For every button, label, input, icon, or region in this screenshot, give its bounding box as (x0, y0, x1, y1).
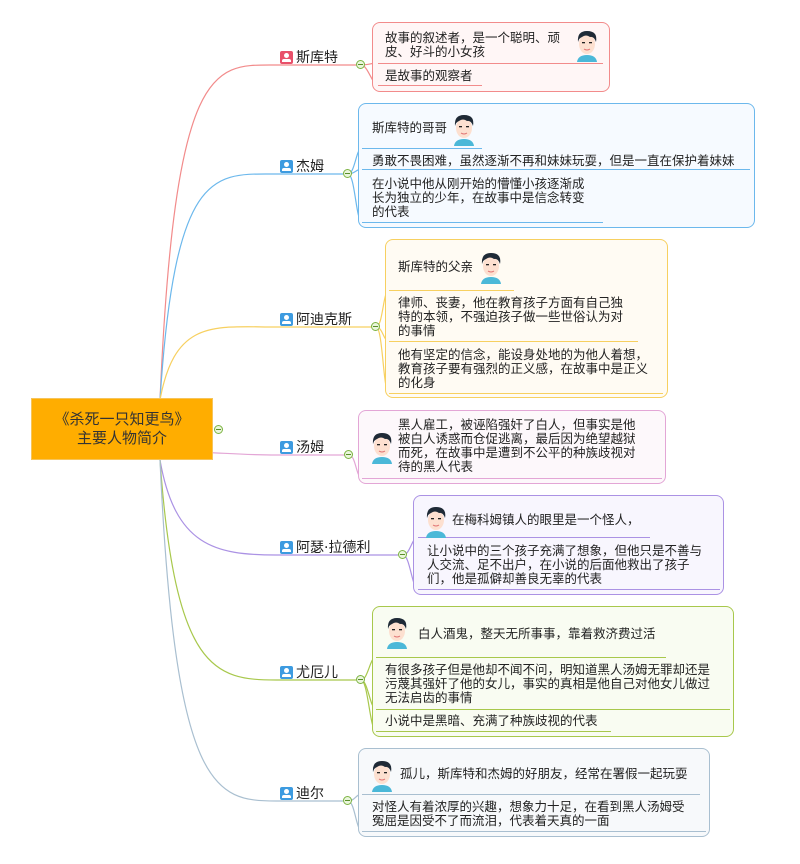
character-name: 斯库特 (296, 50, 338, 66)
item-underline (376, 657, 666, 658)
detail-item[interactable]: 斯库特的哥哥 (372, 120, 448, 135)
branch-line (159, 459, 356, 681)
character-name: 尤厄儿 (296, 665, 338, 681)
branch-line (159, 459, 398, 556)
detail-box (372, 22, 610, 92)
character-topic[interactable]: 迪尔 (280, 783, 324, 803)
detail-item[interactable]: 是故事的观察者 (385, 68, 473, 83)
branch-line (159, 64, 356, 401)
detail-item[interactable]: 勇敢不畏困难，虽然逐渐不再和妹妹玩耍，但是一直在保护着妹妹 (372, 153, 735, 168)
detail-item[interactable]: 让小说中的三个孩子充满了想象，但他只是不善与人交流、足不出户，在小说的后面他救出… (427, 543, 703, 586)
detail-box (385, 239, 668, 398)
item-underline (378, 63, 603, 64)
character-topic[interactable]: 阿瑟·拉德利 (280, 537, 370, 557)
character-topic[interactable]: 汤姆 (280, 437, 324, 457)
collapse-toggle[interactable] (343, 796, 352, 805)
person-icon (280, 312, 293, 326)
item-underline (378, 85, 482, 86)
character-topic[interactable]: 阿迪克斯 (280, 309, 352, 329)
item-underline (376, 731, 611, 732)
avatar-icon (384, 615, 410, 653)
avatar-icon (478, 250, 504, 288)
root-topic[interactable]: 《杀死一只知更鸟》 主要人物简介 (31, 398, 213, 460)
item-underline (418, 589, 720, 590)
character-name: 杰姆 (296, 159, 324, 175)
female-person-icon (280, 50, 293, 64)
branch-line (159, 459, 343, 802)
detail-item[interactable]: 有很多孩子但是他却不闻不问，明知道黑人汤姆无罪却还是污蔑其强奸了他的女儿，事实的… (385, 662, 711, 705)
avatar-icon (451, 112, 477, 150)
item-underline (362, 794, 700, 795)
item-underline (389, 341, 638, 342)
item-underline (389, 290, 514, 291)
person-icon (280, 786, 293, 800)
detail-item[interactable]: 在梅科姆镇人的眼里是一个怪人， (452, 512, 640, 527)
item-underline (362, 478, 662, 479)
item-underline (362, 222, 603, 223)
root-collapse-toggle[interactable] (214, 425, 223, 434)
detail-item[interactable]: 对怪人有着浓厚的兴趣，想象力十足，在看到黑人汤姆受冤屈是因受不了而流泪，代表着天… (372, 799, 685, 828)
root-title-line1: 《杀死一只知更鸟》 (54, 410, 190, 428)
detail-item[interactable]: 在小说中他从刚开始的懵懂小孩逐渐成长为独立的少年，在故事中是信念转变的代表 (372, 176, 585, 219)
detail-item[interactable]: 斯库特的父亲 (398, 259, 474, 274)
avatar-icon (423, 504, 449, 542)
collapse-toggle[interactable] (371, 322, 380, 331)
root-title-line2: 主要人物简介 (76, 429, 167, 447)
character-name: 汤姆 (296, 440, 324, 456)
detail-item[interactable]: 孤儿，斯库特和杰姆的好朋友，经常在署假一起玩耍 (400, 766, 688, 781)
person-icon (280, 665, 293, 679)
person-icon (280, 540, 293, 554)
character-topic[interactable]: 斯库特 (280, 47, 338, 67)
character-name: 阿迪克斯 (296, 312, 352, 328)
detail-item[interactable]: 黑人雇工，被诬陷强奸了白人，但事实是他被白人诱惑而仓促逃离，最后因为绝望越狱而死… (398, 417, 636, 474)
item-underline (362, 148, 482, 149)
collapse-toggle[interactable] (356, 675, 365, 684)
detail-box (413, 495, 724, 595)
detail-item[interactable]: 小说中是黑暗、充满了种族歧视的代表 (385, 713, 598, 728)
collapse-toggle[interactable] (398, 550, 407, 559)
character-name: 迪尔 (296, 786, 324, 802)
collapse-toggle[interactable] (356, 60, 365, 69)
avatar-icon (369, 430, 395, 468)
detail-box (358, 748, 710, 837)
item-underline (362, 831, 706, 832)
detail-box (358, 103, 755, 228)
person-icon (280, 440, 293, 454)
detail-item[interactable]: 白人酒鬼，整天无所事事，靠着救济费过活 (418, 626, 656, 641)
detail-item[interactable]: 故事的叙述者，是一个聪明、顽皮、好斗的小女孩 (385, 30, 561, 59)
detail-box (372, 606, 734, 737)
detail-box (358, 410, 666, 484)
character-name: 阿瑟·拉德利 (296, 540, 371, 556)
avatar-icon (369, 758, 395, 796)
detail-item[interactable]: 律师、丧妻，他在教育孩子方面有自己独特的本领，不强迫孩子做一些世俗认为对的事情 (398, 295, 624, 338)
item-underline (389, 393, 663, 394)
avatar-icon (574, 28, 600, 66)
branch-line (159, 326, 371, 401)
detail-item[interactable]: 他有坚定的信念，能设身处地的为他人着想，教育孩子要有强烈的正义感，在故事中是正义… (398, 347, 649, 390)
character-topic[interactable]: 尤厄儿 (280, 662, 338, 682)
collapse-toggle[interactable] (343, 169, 352, 178)
person-icon (280, 159, 293, 173)
item-underline (418, 537, 650, 538)
collapse-toggle[interactable] (344, 450, 353, 459)
item-underline (362, 169, 750, 170)
item-underline (376, 709, 730, 710)
branch-line (159, 173, 343, 401)
character-topic[interactable]: 杰姆 (280, 156, 324, 176)
